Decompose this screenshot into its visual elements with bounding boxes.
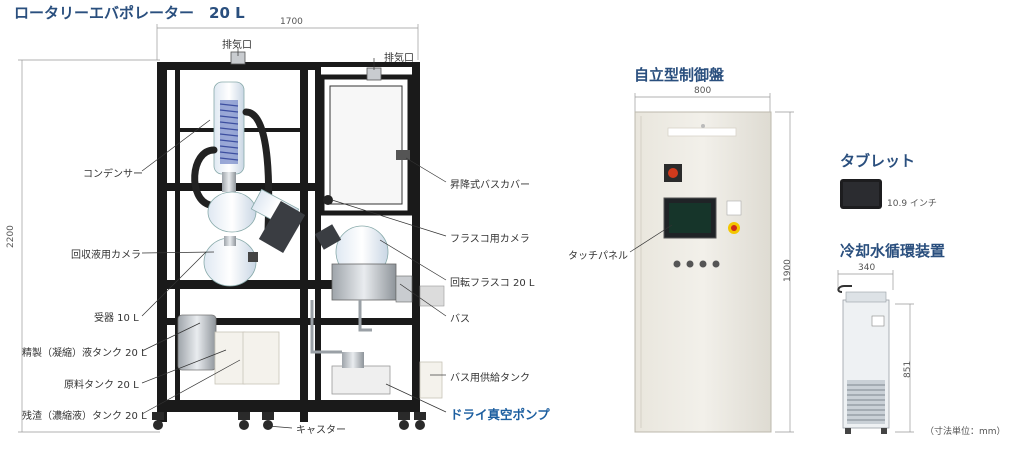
evap-height-dimension <box>18 59 160 433</box>
chiller-width-value: 340 <box>858 263 876 273</box>
label-exhaust-right: 排気口 <box>384 53 414 64</box>
label-residue-tank: 残渣（濃縮液）タンク 20 L <box>22 411 147 422</box>
distillation-manifold <box>207 188 306 254</box>
condenser-glass <box>213 81 245 192</box>
panel-title: 自立型制御盤 <box>634 66 725 84</box>
control-panel-cabinet <box>634 111 772 433</box>
receiver-flask <box>203 236 258 287</box>
dry-vacuum-pump <box>331 352 391 395</box>
touch-panel-leader <box>629 224 673 253</box>
label-raw-tank: 原料タンク 20 L <box>64 380 139 391</box>
raw-tank <box>242 331 280 385</box>
casters <box>152 412 426 430</box>
label-lift-bath-cover: 昇降式バスカバー <box>450 180 530 191</box>
chiller-height-value: 851 <box>903 360 913 378</box>
panel-width-value: 800 <box>694 86 712 96</box>
flask-camera <box>314 195 342 250</box>
tablet-device <box>840 179 882 209</box>
chiller-width-dimension <box>837 270 894 290</box>
tablet-title: タブレット <box>840 152 916 170</box>
label-bath-supply-tank: バス用供給タンク <box>450 373 530 384</box>
label-refined-tank: 精製（凝縮）液タンク 20 L <box>22 348 147 359</box>
label-unit-note: （寸法単位：mm） <box>925 427 1006 437</box>
label-touch-panel: タッチパネル <box>568 251 628 262</box>
piping <box>310 300 372 354</box>
label-bath: バス <box>450 314 470 325</box>
label-recovery-camera: 回収液用カメラ <box>71 250 141 261</box>
panel-height-dimension <box>775 111 794 433</box>
evap-width-dimension <box>156 24 419 60</box>
evap-width-value: 1700 <box>280 17 303 27</box>
label-dry-vacuum-pump: ドライ真空ポンプ <box>450 407 550 422</box>
panel-height-value: 1900 <box>783 259 793 282</box>
label-exhaust-left: 排気口 <box>222 40 252 51</box>
bath-supply-tank <box>419 285 445 399</box>
chiller-title: 冷却水循環装置 <box>840 242 946 260</box>
chiller-height-dimension <box>895 303 914 433</box>
label-rotary-flask: 回転フラスコ 20 L <box>450 278 535 289</box>
panel-width-dimension <box>634 93 771 112</box>
label-receiver: 受器 10 L <box>94 313 139 324</box>
label-caster: キャスター <box>296 425 346 436</box>
refined-tank <box>214 331 246 385</box>
bath-cover-frame <box>319 74 413 216</box>
leader-lines-evaporator <box>141 47 447 429</box>
chiller-unit <box>837 285 890 434</box>
bath <box>331 263 413 303</box>
main-title: ロータリーエバポレーター 20 L <box>14 4 245 22</box>
label-flask-camera: フラスコ用カメラ <box>450 234 530 245</box>
label-tablet-size: 10.9 インチ <box>887 199 937 209</box>
label-condenser: コンデンサー <box>83 169 143 180</box>
evap-height-value: 2200 <box>6 225 16 248</box>
